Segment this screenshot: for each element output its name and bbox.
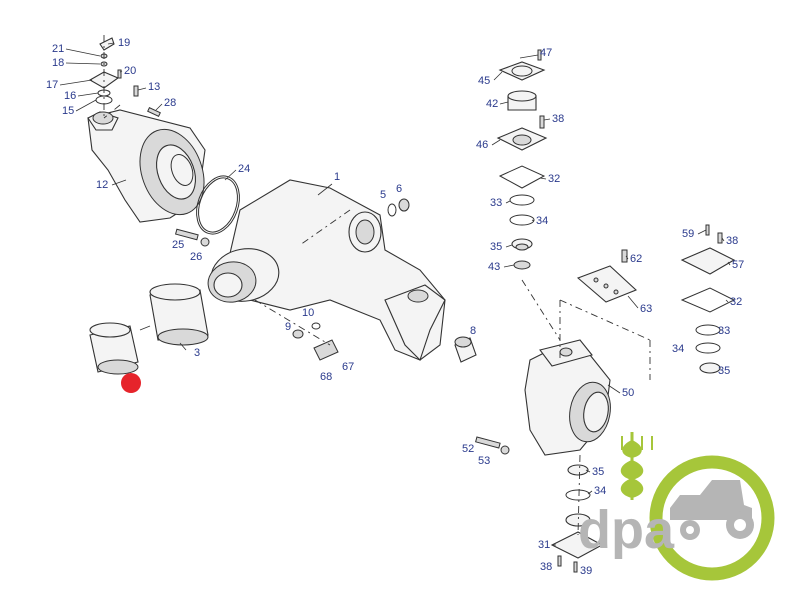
label-35-a: 35 bbox=[490, 241, 502, 253]
label-47: 47 bbox=[540, 47, 552, 59]
label-5: 5 bbox=[380, 189, 386, 201]
label-35-b: 35 bbox=[718, 365, 730, 377]
swivel-housing-left bbox=[87, 109, 206, 223]
label-24: 24 bbox=[238, 163, 250, 175]
label-33-a: 33 bbox=[490, 197, 502, 209]
label-17: 17 bbox=[46, 79, 58, 91]
logo-text: dpa bbox=[578, 500, 675, 560]
needle-bearing-8 bbox=[454, 336, 477, 363]
label-39: 39 bbox=[580, 565, 592, 577]
label-46: 46 bbox=[476, 139, 488, 151]
label-53: 53 bbox=[478, 455, 490, 467]
seal-10 bbox=[311, 322, 321, 330]
label-26: 26 bbox=[190, 251, 202, 263]
label-10: 10 bbox=[302, 307, 314, 319]
bolt-52 bbox=[475, 436, 501, 449]
label-20: 20 bbox=[124, 65, 136, 77]
label-28: 28 bbox=[164, 97, 176, 109]
label-32-b: 32 bbox=[730, 296, 742, 308]
kingpin-stack-top bbox=[88, 37, 161, 118]
label-21: 21 bbox=[52, 43, 64, 55]
bushing-small bbox=[89, 322, 139, 375]
label-57: 57 bbox=[732, 259, 744, 271]
label-62: 62 bbox=[630, 253, 642, 265]
dpa-logo: dpa bbox=[578, 432, 775, 581]
label-32-a: 32 bbox=[548, 173, 560, 185]
block-63 bbox=[576, 265, 638, 303]
label-34-a: 34 bbox=[536, 215, 548, 227]
screw-62 bbox=[621, 249, 628, 263]
upper-kingpin-stack bbox=[496, 49, 548, 270]
label-25: 25 bbox=[172, 239, 184, 251]
label-43: 43 bbox=[488, 261, 500, 273]
plug-9 bbox=[292, 329, 304, 339]
label-1: 1 bbox=[334, 171, 340, 183]
label-38-a: 38 bbox=[552, 113, 564, 125]
label-6: 6 bbox=[396, 183, 402, 195]
label-42: 42 bbox=[486, 98, 498, 110]
swivel-housing-right bbox=[524, 339, 611, 456]
label-52: 52 bbox=[462, 443, 474, 455]
lower-kingpin-stack bbox=[550, 464, 604, 573]
filter-67 bbox=[313, 339, 339, 361]
label-3: 3 bbox=[194, 347, 200, 359]
leader-lines bbox=[59, 42, 731, 546]
label-50: 50 bbox=[622, 387, 634, 399]
label-38-c: 38 bbox=[540, 561, 552, 573]
label-12: 12 bbox=[96, 179, 108, 191]
washer-5 bbox=[387, 203, 397, 217]
cap-assembly-57 bbox=[680, 224, 736, 374]
plug-6 bbox=[398, 198, 410, 212]
label-13: 13 bbox=[148, 81, 160, 93]
tractor-icon bbox=[670, 480, 754, 540]
label-18: 18 bbox=[52, 57, 64, 69]
label-45: 45 bbox=[478, 75, 490, 87]
label-68: 68 bbox=[320, 371, 332, 383]
label-34-b: 34 bbox=[672, 343, 684, 355]
label-59: 59 bbox=[682, 228, 694, 240]
label-35-c: 35 bbox=[592, 466, 604, 478]
label-31: 31 bbox=[538, 539, 550, 551]
wheat-icon bbox=[620, 432, 653, 500]
label-34-c: 34 bbox=[594, 485, 606, 497]
red-marker-dot bbox=[121, 373, 141, 393]
label-16: 16 bbox=[64, 90, 76, 102]
bearing-race-3 bbox=[149, 283, 209, 346]
label-38-b: 38 bbox=[726, 235, 738, 247]
axle-housing-main bbox=[207, 179, 446, 362]
label-8: 8 bbox=[470, 325, 476, 337]
label-63: 63 bbox=[640, 303, 652, 315]
nut-26 bbox=[200, 237, 210, 247]
label-33-b: 33 bbox=[718, 325, 730, 337]
label-67: 67 bbox=[342, 361, 354, 373]
label-15: 15 bbox=[62, 105, 74, 117]
part-labels: 21 18 19 20 17 16 15 13 28 12 24 25 26 1… bbox=[46, 37, 744, 577]
label-9: 9 bbox=[285, 321, 291, 333]
label-19: 19 bbox=[118, 37, 130, 49]
bolt-25 bbox=[174, 228, 199, 241]
nut-53 bbox=[500, 445, 510, 455]
